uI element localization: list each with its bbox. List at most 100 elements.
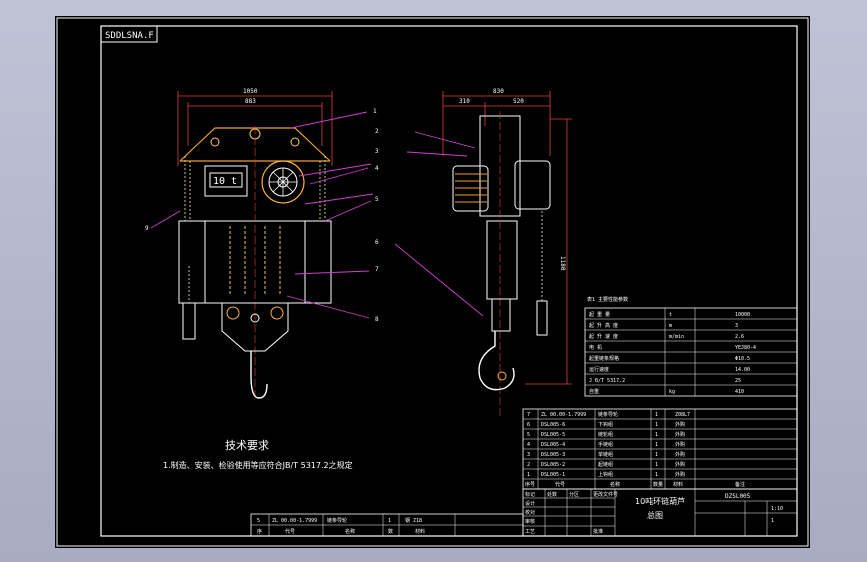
side-width-label: 830 xyxy=(493,88,504,95)
side-left-label: 310 xyxy=(459,98,470,105)
height-label: 1180 xyxy=(559,256,566,271)
tech-line-1: 1.制造、安装、检验使用等应符合JB/T 5317.2之规定 xyxy=(163,460,353,470)
svg-text:钢 Z18: 钢 Z18 xyxy=(405,517,422,524)
capacity-display: 10 t xyxy=(213,176,237,187)
svg-text:DSL005-1: DSL005-1 xyxy=(541,472,565,478)
svg-text:手链组: 手链组 xyxy=(598,441,613,448)
motor-housing xyxy=(204,165,248,197)
svg-text:链条导轮: 链条导轮 xyxy=(327,517,347,524)
svg-text:数: 数 xyxy=(388,528,393,535)
svg-text:kg: kg xyxy=(669,389,675,395)
front-inner-label: 883 xyxy=(245,98,256,105)
svg-text:审核: 审核 xyxy=(525,518,535,525)
outer-border xyxy=(56,17,809,547)
svg-text:名称: 名称 xyxy=(345,528,355,535)
svg-text:工艺: 工艺 xyxy=(525,529,535,535)
title-block: 标记 处数 分区 更改文件号 设计 校对 审核 工艺 批准 10吨环链葫芦 总图… xyxy=(522,488,798,537)
svg-text:外购: 外购 xyxy=(675,441,685,448)
svg-text:代号: 代号 xyxy=(285,528,295,535)
svg-text:起 升 高 度: 起 升 高 度 xyxy=(589,322,618,329)
svg-text:7: 7 xyxy=(527,412,530,418)
side-hook xyxy=(478,331,515,391)
svg-text:DSL005-4: DSL005-4 xyxy=(541,442,565,448)
svg-text:25: 25 xyxy=(735,378,741,384)
tech-title: 技术要求 xyxy=(225,439,269,452)
callout-9: 9 xyxy=(145,225,149,232)
svg-text:材料: 材料 xyxy=(415,528,425,535)
svg-text:t: t xyxy=(669,312,672,318)
svg-text:代号: 代号 xyxy=(555,481,565,488)
svg-text:外购: 外购 xyxy=(675,471,685,478)
svg-text:校对: 校对 xyxy=(525,509,535,516)
callout-1: 1 xyxy=(373,108,377,115)
svg-text:2: 2 xyxy=(527,462,530,468)
svg-text:1: 1 xyxy=(655,422,658,428)
callout-3: 3 xyxy=(375,148,379,155)
svg-text:标记: 标记 xyxy=(525,491,535,498)
svg-text:ZL 00.00-1.7999: ZL 00.00-1.7999 xyxy=(541,412,586,418)
param-table-caption: 表1 主要性能参数 xyxy=(587,296,628,303)
svg-text:DSL005-3: DSL005-3 xyxy=(541,452,565,458)
svg-text:单链组: 单链组 xyxy=(598,451,613,458)
drawing-code: SDDLSNA.F xyxy=(105,31,154,41)
svg-text:10000: 10000 xyxy=(735,312,750,318)
svg-text:DSL005-6: DSL005-6 xyxy=(541,422,565,428)
svg-text:1: 1 xyxy=(655,432,658,438)
svg-text:ZL 00.00-1.7999: ZL 00.00-1.7999 xyxy=(272,518,317,524)
callout-2: 2 xyxy=(375,128,379,135)
param-table: 起 重 量 t 10000 起 升 高 度 m 3 起 升 速 度 m/min … xyxy=(584,307,798,397)
callout-4: 4 xyxy=(375,165,379,172)
callout-leaders xyxy=(150,111,484,319)
side-right-label: 520 xyxy=(513,98,524,105)
front-width-label: 1050 xyxy=(243,88,258,95)
svg-text:6: 6 xyxy=(527,422,530,428)
svg-text:电 机: 电 机 xyxy=(589,344,602,351)
svg-text:m/min: m/min xyxy=(669,334,684,340)
svg-text:外购: 外购 xyxy=(675,431,685,438)
drawing-canvas[interactable]: SDDLSNA.F 1050 883 xyxy=(55,16,810,548)
svg-text:外购: 外购 xyxy=(675,451,685,458)
svg-text:YEJ80-4: YEJ80-4 xyxy=(735,345,756,351)
svg-text:外购: 外购 xyxy=(675,461,685,468)
svg-text:材料: 材料 xyxy=(673,481,683,488)
svg-text:1: 1 xyxy=(527,472,530,478)
front-view: 1050 883 10 t xyxy=(177,88,333,399)
svg-text:1: 1 xyxy=(655,452,658,458)
callout-8: 8 xyxy=(375,316,379,323)
svg-text:410: 410 xyxy=(735,389,744,395)
svg-text:外购: 外购 xyxy=(675,421,685,428)
side-motor xyxy=(452,165,489,212)
svg-text:批准: 批准 xyxy=(593,528,603,535)
svg-text:3: 3 xyxy=(527,452,530,458)
callout-7: 7 xyxy=(375,266,379,273)
lower-block xyxy=(221,302,289,352)
lower-table: 5 ZL 00.00-1.7999 链条导轮 1 钢 Z18 序 代号 名称 数… xyxy=(250,513,524,537)
svg-text:序: 序 xyxy=(257,528,262,535)
svg-text:1: 1 xyxy=(388,518,391,524)
svg-text:J B/T 5317.2: J B/T 5317.2 xyxy=(589,378,625,384)
svg-text:2.6: 2.6 xyxy=(735,334,744,340)
svg-text:起链组: 起链组 xyxy=(598,461,613,468)
svg-text:名称: 名称 xyxy=(610,481,620,488)
side-view: 830 310 520 1180 xyxy=(442,88,572,416)
svg-text:5: 5 xyxy=(527,432,530,438)
drawing-scale: 1:10 xyxy=(771,506,783,512)
svg-text:DSL005-2: DSL005-2 xyxy=(541,462,565,468)
svg-text:链条导轮: 链条导轮 xyxy=(598,411,618,418)
svg-text:起 升 速 度: 起 升 速 度 xyxy=(589,333,618,340)
callout-5: 5 xyxy=(375,196,379,203)
svg-text:链轮组: 链轮组 xyxy=(598,431,613,438)
svg-text:上钩组: 上钩组 xyxy=(598,471,613,478)
svg-text:3: 3 xyxy=(735,323,738,329)
svg-text:m: m xyxy=(669,323,672,329)
svg-text:起重链条规格: 起重链条规格 xyxy=(589,355,619,362)
svg-text:14.00: 14.00 xyxy=(735,367,750,373)
svg-text:运行速度: 运行速度 xyxy=(589,366,609,373)
svg-text:分区: 分区 xyxy=(569,491,579,498)
svg-text:Φ10.5: Φ10.5 xyxy=(735,356,750,362)
parts-list: 7 ZL 00.00-1.7999 链条导轮 1 Z08L7 6 DSL005-… xyxy=(522,408,798,490)
svg-text:4: 4 xyxy=(527,442,530,448)
svg-text:数量: 数量 xyxy=(653,481,663,488)
hand-chain-left xyxy=(182,302,196,340)
